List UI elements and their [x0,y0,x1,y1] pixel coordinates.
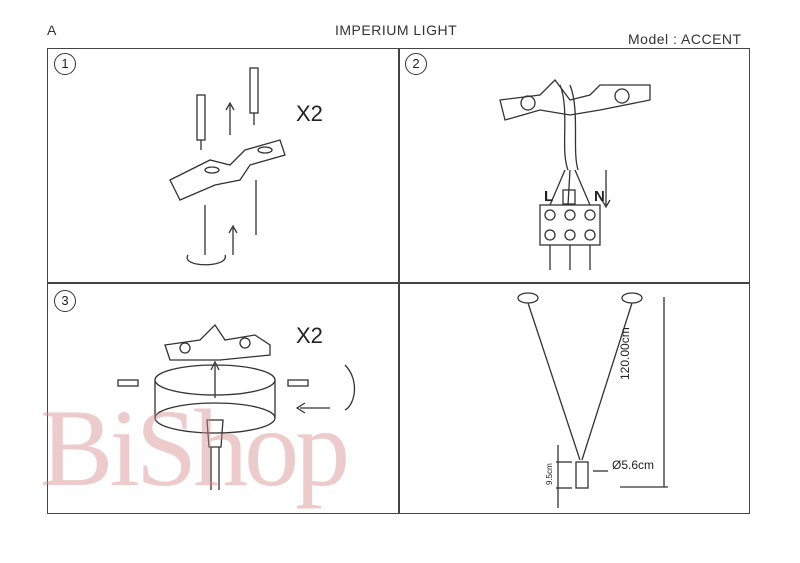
document-title: IMPERIUM LIGHT [335,22,458,38]
corner-label: A [47,22,57,38]
dimension-shade-height: 9.5cm [545,463,554,485]
divider-horizontal [47,282,750,284]
step2-illustration [499,79,651,270]
step-number-3: 3 [54,290,76,312]
terminal-neutral-label: N [594,188,605,205]
model-label: Model : ACCENT [628,31,742,47]
divider-vertical [398,48,400,514]
dimension-diameter: Ø5.6cm [612,458,655,472]
dimension-height: 120.00cm [618,327,632,380]
step3-illustration [117,323,356,490]
step3-multiplier: X2 [296,323,323,348]
terminal-live-label: L [544,188,554,205]
step-number-1: 1 [54,53,76,75]
dimension-drawing [517,292,668,508]
step1-multiplier: X2 [296,101,323,126]
step1-illustration [169,67,286,266]
step-number-2: 2 [405,53,427,75]
